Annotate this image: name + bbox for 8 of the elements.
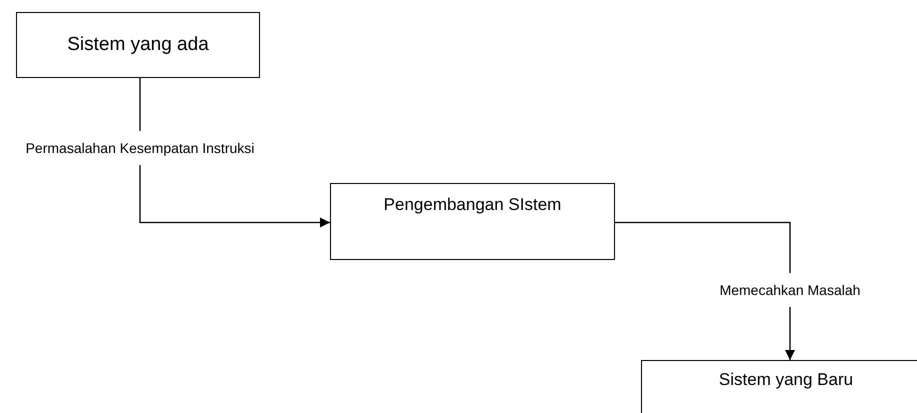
connector-arrow <box>139 78 330 228</box>
box-text: Sistem yang Baru <box>718 369 854 390</box>
box-text: Sistem yang ada <box>66 33 210 57</box>
connector-arrow <box>615 222 795 360</box>
process-box <box>641 360 917 413</box>
process-box <box>16 12 260 78</box>
process-box <box>330 183 615 260</box>
box-text: Pengembangan SIstem <box>382 194 562 216</box>
